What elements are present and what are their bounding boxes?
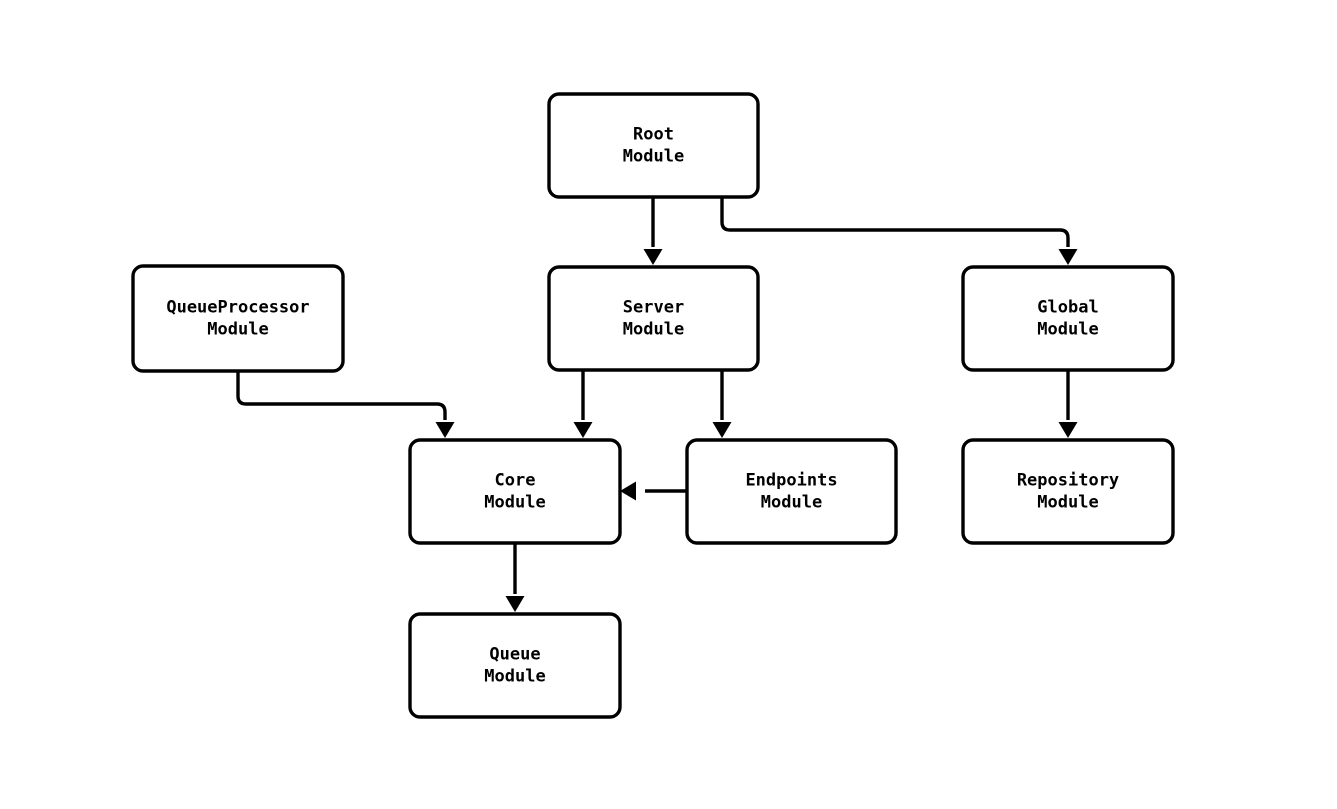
node-box-queueprocessor <box>131 264 345 373</box>
node-label-endpoints-line1: Endpoints <box>745 471 837 491</box>
node-box-core <box>408 438 622 545</box>
node-label-queueprocessor-line2: Module <box>207 320 268 340</box>
arrowhead-head-root-to-global <box>1058 249 1078 265</box>
arrowhead-head-queueprocessor-to-core <box>435 422 455 438</box>
arrowhead-head-server-to-core <box>573 422 593 438</box>
node-box-queue <box>408 612 622 719</box>
edge-root-to-global <box>720 197 1070 247</box>
node-layer: RootModuleQueueProcessorModuleServerModu… <box>131 92 1175 719</box>
node-label-root-line1: Root <box>633 125 674 145</box>
node-label-core-line1: Core <box>495 471 536 491</box>
node-label-queue-line2: Module <box>484 667 545 687</box>
node-label-queue-line1: Queue <box>489 645 540 665</box>
node-box-server <box>547 265 760 372</box>
node-box-repository <box>961 438 1175 545</box>
arrowhead-head-root-to-server <box>643 249 663 265</box>
node-label-global-line1: Global <box>1037 298 1098 318</box>
node-label-server-line2: Module <box>623 320 684 340</box>
node-box-root <box>547 92 760 199</box>
node-box-endpoints <box>685 438 898 545</box>
edge-layer <box>236 197 1070 594</box>
node-label-global-line2: Module <box>1037 320 1098 340</box>
node-label-core-line2: Module <box>484 493 545 513</box>
node-box-global <box>961 265 1175 372</box>
edge-queueprocessor-to-core <box>236 371 447 420</box>
node-label-server-line1: Server <box>623 298 684 318</box>
arrowhead-head-core-to-queue <box>505 596 525 612</box>
node-label-endpoints-line2: Module <box>761 493 822 513</box>
node-label-queueprocessor-line1: QueueProcessor <box>166 298 309 318</box>
node-label-repository-line2: Module <box>1037 493 1098 513</box>
node-label-repository-line1: Repository <box>1017 471 1119 491</box>
arrowhead-head-global-to-repository <box>1058 422 1078 438</box>
node-label-root-line2: Module <box>623 147 684 167</box>
arrowhead-head-server-to-endpoints <box>712 422 732 438</box>
arrowhead-head-endpoints-to-core <box>620 481 636 501</box>
arrowhead-layer <box>435 249 1078 612</box>
